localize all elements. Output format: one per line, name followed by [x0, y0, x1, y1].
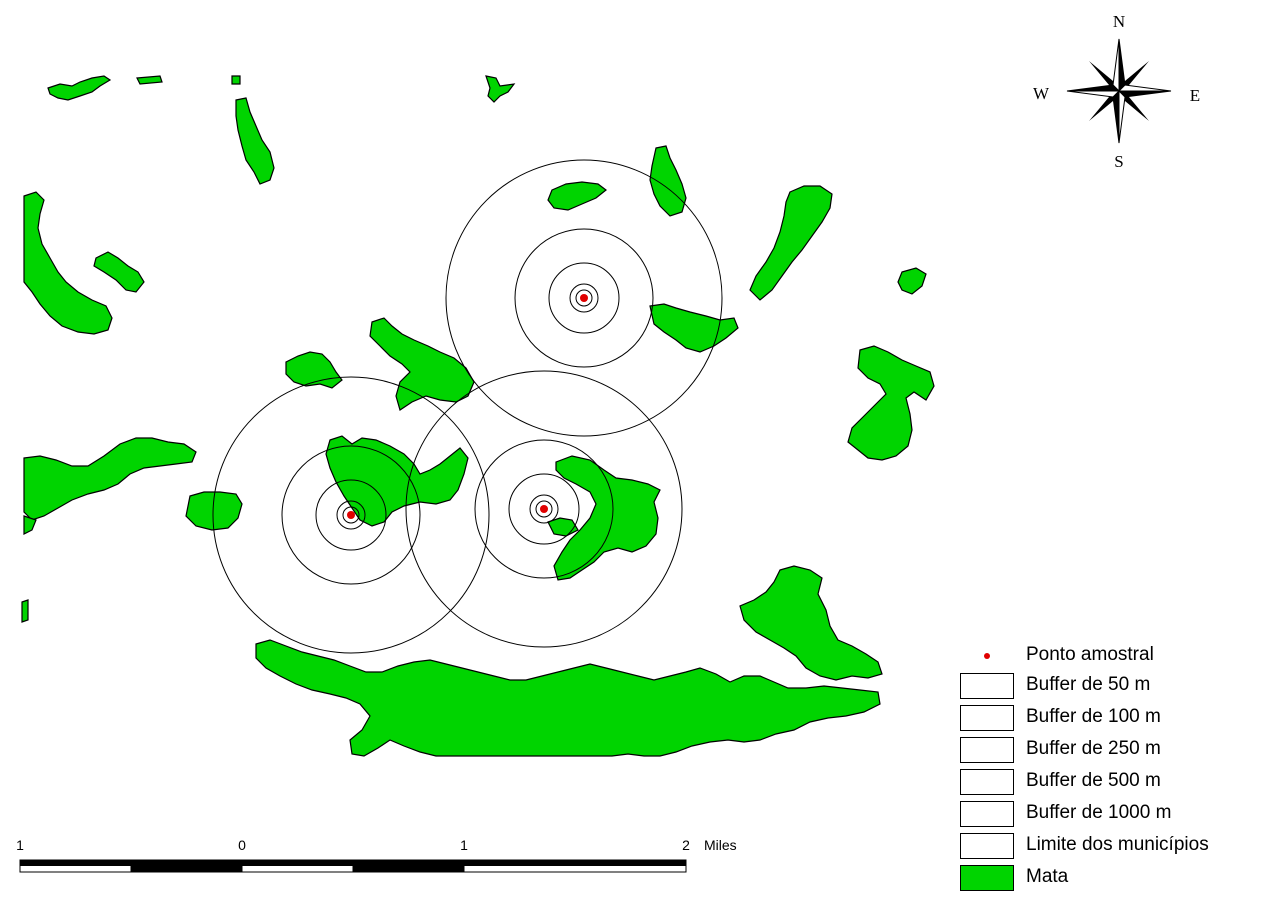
forest-patch	[285, 351, 343, 389]
buffer-group-3	[405, 370, 683, 648]
forest-patch	[255, 639, 881, 757]
compass-west-label: W	[1033, 84, 1050, 103]
empty-box-icon	[960, 737, 1014, 763]
buffer-50m	[342, 506, 360, 524]
buffer-100m	[529, 494, 559, 524]
empty-box-icon	[960, 801, 1014, 827]
forest-patch	[23, 191, 113, 335]
scale-segment	[353, 866, 464, 872]
compass-south-label: S	[1114, 152, 1123, 171]
legend-label: Limite dos municípios	[1026, 834, 1209, 855]
empty-box-icon	[960, 833, 1014, 859]
forest-patch	[93, 251, 145, 293]
compass-east-label: E	[1190, 86, 1200, 105]
forest-patch	[485, 75, 516, 103]
sample-point	[540, 505, 548, 513]
scale-tick-label: 1	[460, 837, 468, 853]
green-box-icon	[960, 865, 1014, 891]
legend-item-ponto-amostral: Ponto amostral	[956, 640, 1272, 670]
forest-patch	[136, 75, 163, 85]
empty-box-icon	[960, 705, 1014, 731]
buffer-500m	[281, 445, 421, 585]
forest-patch	[649, 303, 739, 353]
scale-tick-label: 0	[238, 837, 246, 853]
legend-item-buffer-500: Buffer de 500 m	[956, 766, 1272, 798]
buffer-50m	[575, 289, 593, 307]
legend-label: Buffer de 100 m	[1026, 706, 1161, 727]
buffer-100m	[569, 283, 599, 313]
scale-tick-label: 1	[16, 837, 24, 853]
buffer-group-1	[445, 159, 723, 437]
forest-patch	[325, 435, 469, 527]
scale-bar: 1 0 1 2 Miles	[16, 837, 737, 873]
forest-patch	[847, 345, 935, 461]
buffer-250m	[548, 262, 620, 334]
legend-label: Buffer de 250 m	[1026, 738, 1161, 759]
forest-patch	[897, 267, 927, 295]
legend-label: Buffer de 50 m	[1026, 674, 1151, 695]
forest-patch	[21, 599, 29, 623]
legend: Ponto amostral Buffer de 50 m Buffer de …	[956, 640, 1272, 894]
legend-label: Ponto amostral	[1026, 644, 1154, 665]
legend-item-buffer-50: Buffer de 50 m	[956, 670, 1272, 702]
legend-item-buffer-1000: Buffer de 1000 m	[956, 798, 1272, 830]
empty-box-icon	[960, 769, 1014, 795]
compass-north-label: N	[1113, 12, 1125, 31]
buffer-group-2	[212, 376, 490, 654]
buffer-500m	[514, 228, 654, 368]
legend-item-buffer-100: Buffer de 100 m	[956, 702, 1272, 734]
buffer-250m	[508, 473, 580, 545]
buffer-1000m	[445, 159, 723, 437]
legend-item-mata: Mata	[956, 862, 1272, 894]
forest-patch	[739, 565, 883, 681]
forest-patch	[649, 145, 687, 217]
buffer-250m	[315, 479, 387, 551]
sample-point-icon	[984, 653, 990, 659]
forest-patch	[23, 437, 197, 521]
forest-patch	[235, 97, 275, 185]
scale-tick-label: 2	[682, 837, 690, 853]
scale-segment	[131, 866, 242, 872]
forest-patch	[231, 75, 241, 85]
forest-patch	[47, 75, 112, 101]
forest-patch	[23, 515, 37, 535]
buffer-500m	[474, 439, 614, 579]
empty-box-icon	[960, 673, 1014, 699]
compass-rose: N S E W	[1033, 12, 1200, 171]
scale-segment	[464, 860, 686, 866]
buffer-1000m	[212, 376, 490, 654]
forest-patches	[21, 75, 935, 757]
legend-label: Buffer de 1000 m	[1026, 802, 1172, 823]
scale-unit-label: Miles	[704, 837, 737, 853]
compass-main-arms	[1066, 38, 1172, 144]
forest-patch	[369, 317, 475, 411]
scale-segment	[20, 860, 131, 866]
buffer-100m	[336, 500, 366, 530]
legend-label: Mata	[1026, 866, 1069, 887]
legend-item-buffer-250: Buffer de 250 m	[956, 734, 1272, 766]
buffer-rings	[212, 159, 723, 654]
sample-points	[347, 294, 588, 519]
buffer-1000m	[405, 370, 683, 648]
sample-point	[580, 294, 588, 302]
forest-patch	[547, 181, 607, 211]
legend-label: Buffer de 500 m	[1026, 770, 1161, 791]
sample-point	[347, 511, 355, 519]
buffer-50m	[535, 500, 553, 518]
legend-item-limite-municipios: Limite dos municípios	[956, 830, 1272, 862]
forest-patch	[553, 455, 661, 581]
forest-patch	[749, 185, 833, 301]
scale-segment	[242, 860, 353, 866]
